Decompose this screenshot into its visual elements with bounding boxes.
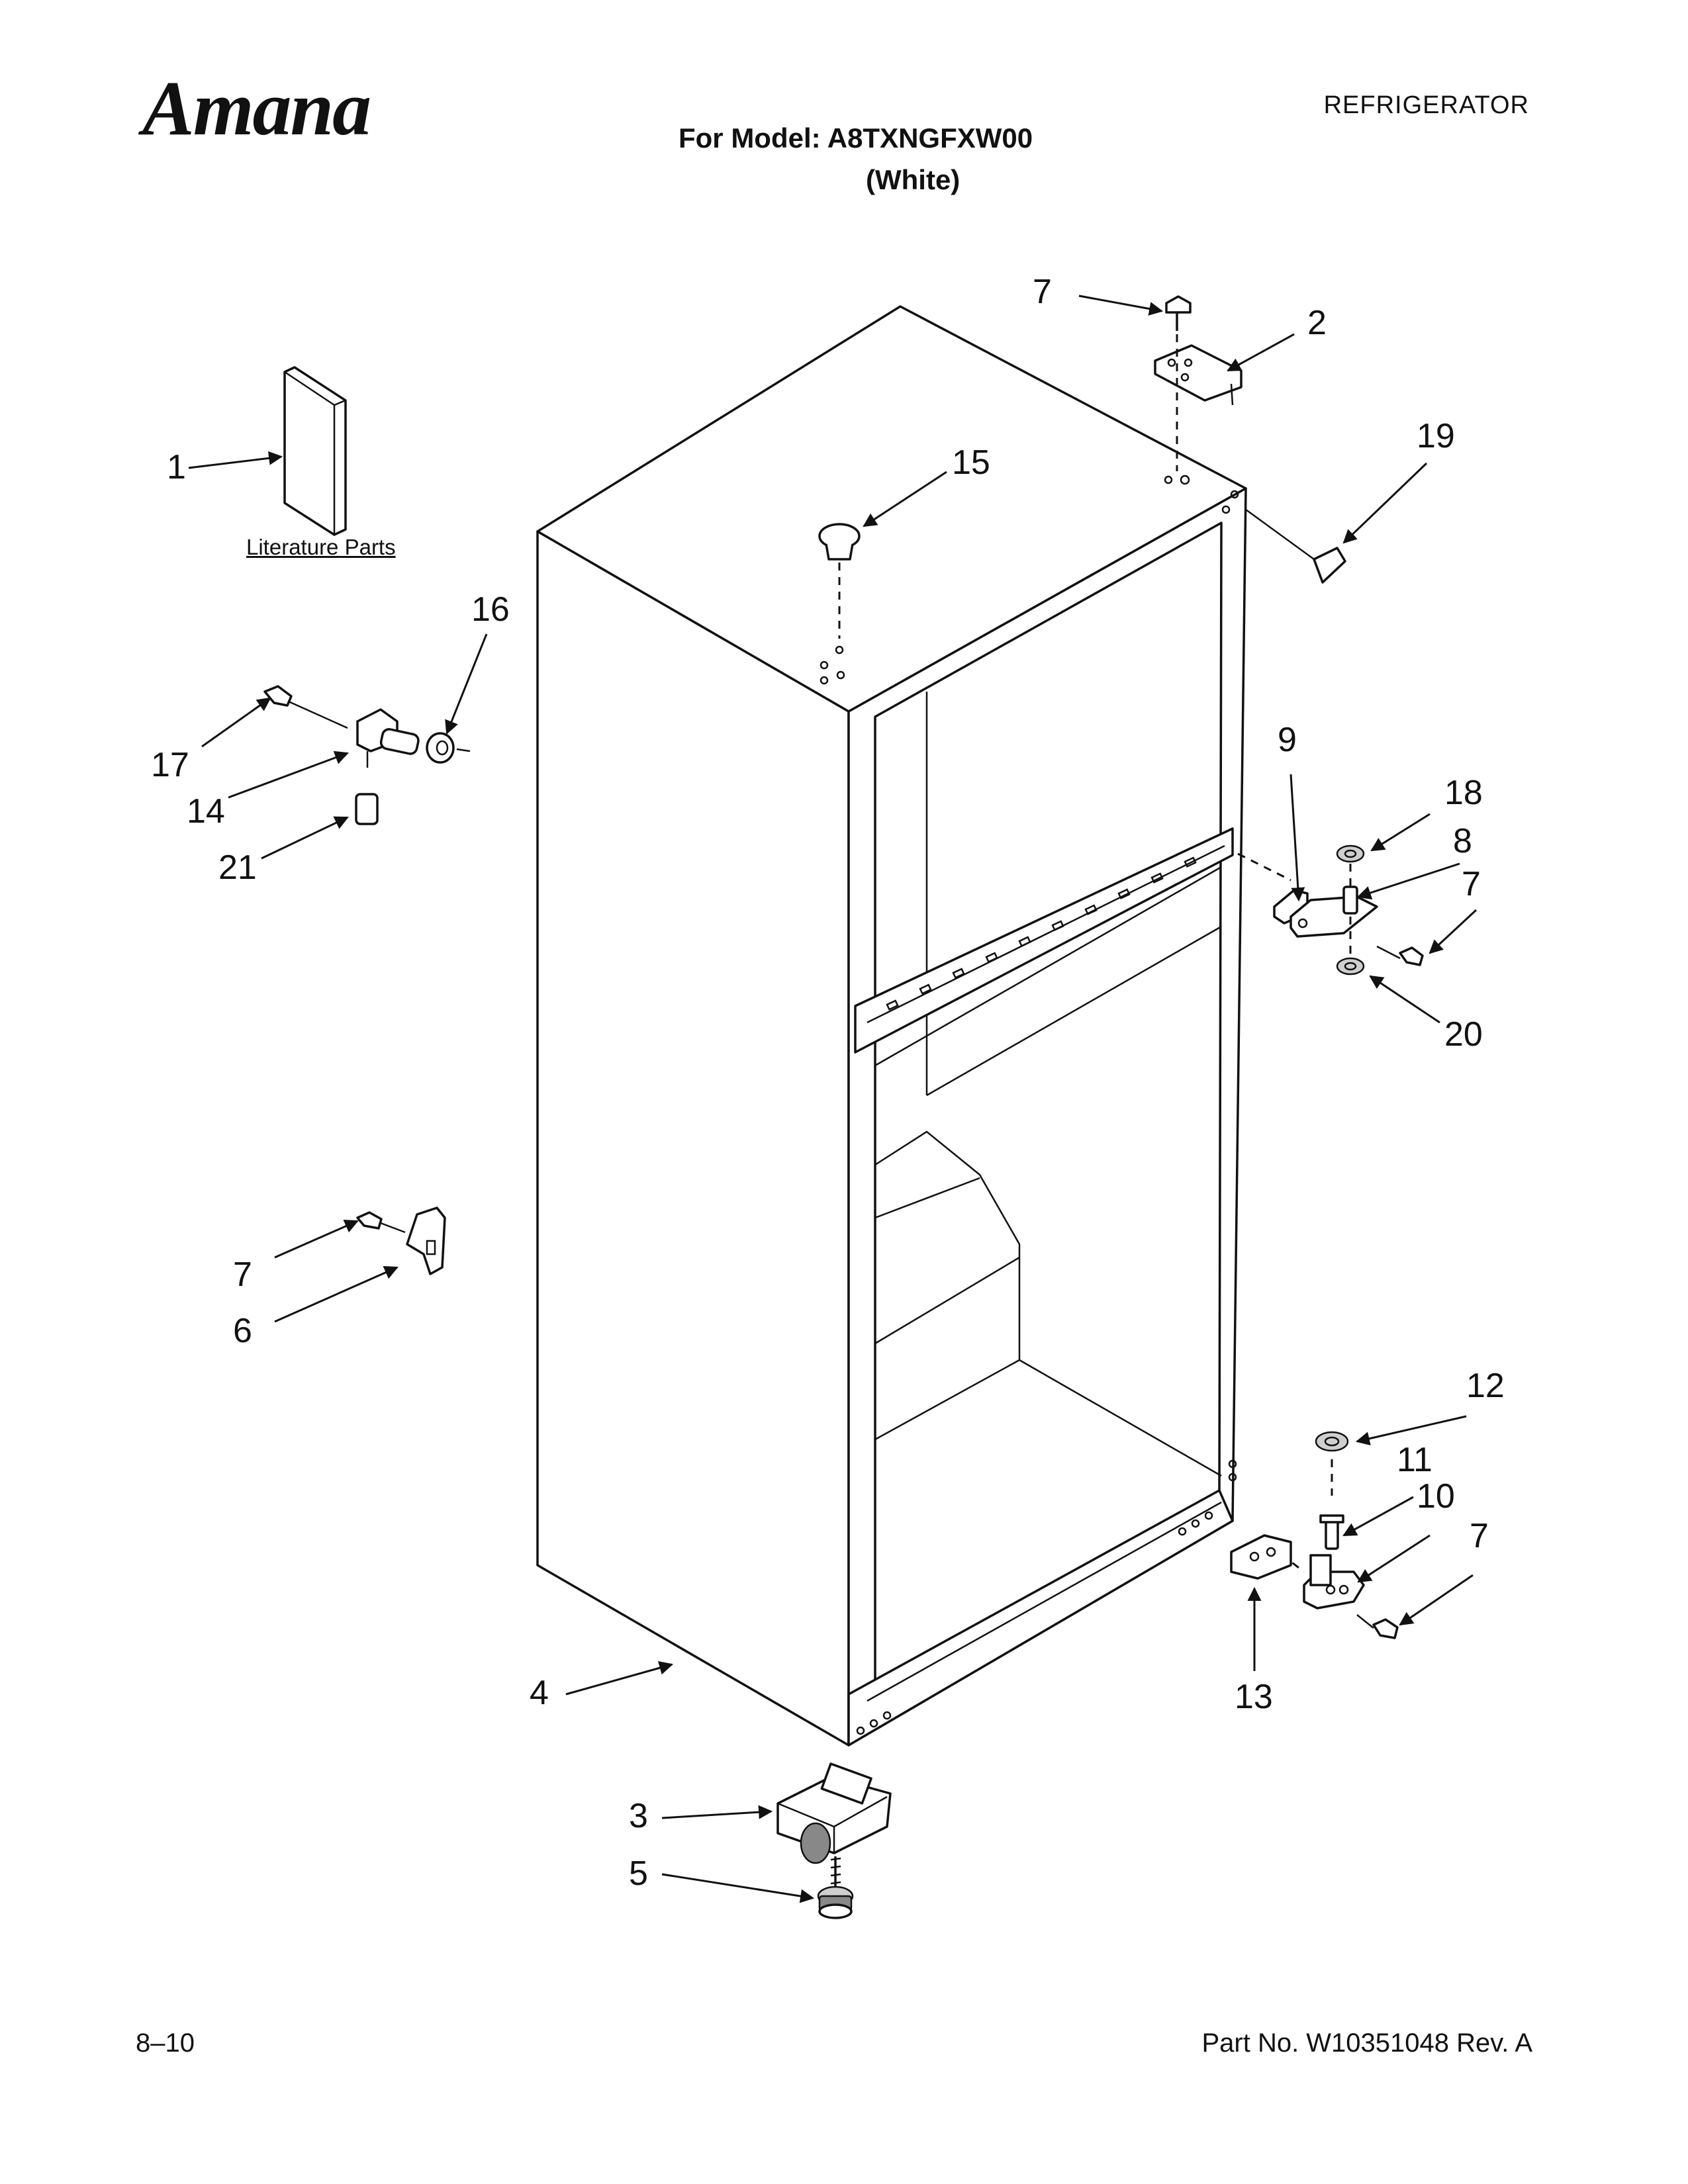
callout-13: 13 [1235, 1678, 1273, 1716]
callout-10: 10 [1417, 1477, 1455, 1516]
callout-2: 2 [1307, 304, 1327, 342]
part-number: Part No. W10351048 Rev. A [1201, 2028, 1532, 2058]
callout-4: 4 [530, 1674, 549, 1712]
callout-5: 5 [629, 1854, 648, 1893]
callout-20: 20 [1444, 1015, 1483, 1054]
category-label: REFRIGERATOR [1323, 91, 1529, 119]
literature-parts-label: Literature Parts [246, 535, 396, 559]
cabinet-shell [536, 305, 1247, 1747]
roller-and-leveler [776, 1762, 892, 1919]
callout-17: 17 [151, 746, 189, 784]
callout-11: 11 [1397, 1441, 1432, 1479]
callout-7-top: 7 [1033, 273, 1052, 311]
hinge-cover [1245, 508, 1346, 584]
callout-9: 9 [1278, 721, 1297, 759]
callout-21: 21 [218, 848, 257, 887]
bottom-hinge-assembly [1230, 1431, 1399, 1639]
left-bracket-assembly [263, 685, 471, 825]
door-stop-bracket [356, 1206, 446, 1275]
callout-19: 19 [1417, 417, 1455, 455]
page-number: 8–10 [136, 2028, 195, 2058]
callout-1: 1 [167, 448, 186, 486]
callout-7-left: 7 [233, 1255, 252, 1294]
callout-18: 18 [1444, 774, 1483, 812]
center-hinge-assembly [1237, 844, 1424, 976]
callout-14: 14 [187, 792, 225, 831]
brand-logo: Amana [142, 65, 371, 152]
model-line: For Model: A8TXNGFXW00 [679, 122, 1033, 154]
callout-15: 15 [952, 443, 990, 482]
callout-7-center: 7 [1462, 865, 1481, 903]
callout-3: 3 [629, 1797, 648, 1835]
callout-6: 6 [233, 1312, 252, 1350]
model-variant: (White) [866, 164, 961, 195]
callout-8: 8 [1453, 822, 1472, 860]
leader-lines [188, 295, 1477, 1903]
callout-16: 16 [471, 590, 510, 629]
top-plug [818, 523, 861, 639]
literature-booklet [283, 366, 347, 536]
top-hinge-assembly [1154, 295, 1243, 471]
callout-12: 12 [1466, 1367, 1505, 1405]
callout-7-bottom: 7 [1470, 1517, 1489, 1555]
